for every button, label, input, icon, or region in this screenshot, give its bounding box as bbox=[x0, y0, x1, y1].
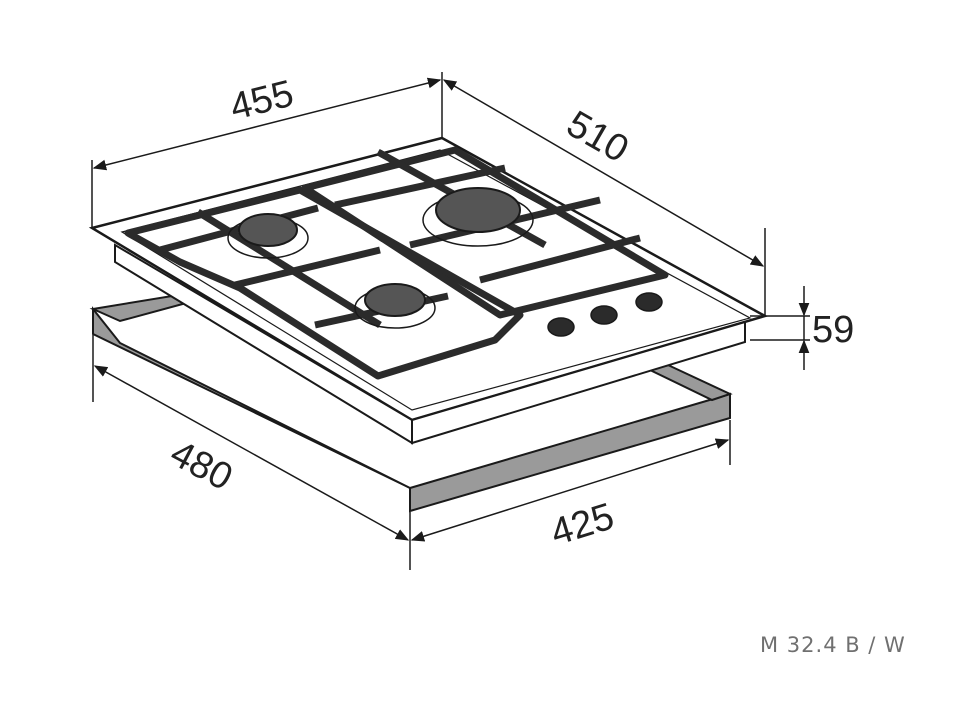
dim-label-480: 480 bbox=[163, 432, 239, 499]
dim-label-455: 455 bbox=[226, 73, 298, 129]
model-label: M 32.4 B / W bbox=[760, 633, 906, 657]
dimension-lines bbox=[91, 72, 810, 570]
dim-label-59: 59 bbox=[812, 309, 854, 351]
burner-rear-left bbox=[227, 213, 309, 259]
burner-front bbox=[354, 283, 436, 329]
knob-1 bbox=[547, 317, 575, 337]
knob-3 bbox=[635, 292, 663, 312]
control-knobs bbox=[547, 292, 663, 337]
knob-2 bbox=[590, 305, 618, 325]
dim-label-510: 510 bbox=[560, 103, 636, 171]
dim-label-425: 425 bbox=[546, 496, 619, 555]
